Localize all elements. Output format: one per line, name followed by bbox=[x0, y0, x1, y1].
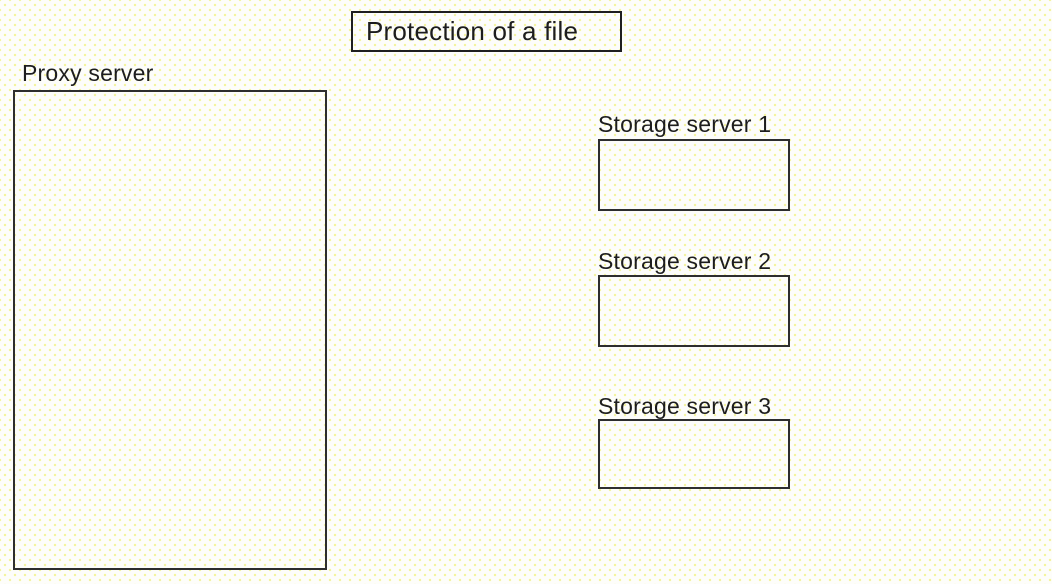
storage-server-2-label[interactable]: Storage server 2 bbox=[598, 248, 772, 274]
proxy-server-label[interactable]: Proxy server bbox=[22, 60, 154, 86]
storage-server-3-label[interactable]: Storage server 3 bbox=[598, 393, 772, 419]
storage-server-3-box[interactable] bbox=[598, 419, 790, 489]
storage-server-1-label[interactable]: Storage server 1 bbox=[598, 111, 772, 137]
title-shape-box[interactable]: Protection of a file bbox=[351, 11, 622, 52]
proxy-server-box[interactable] bbox=[13, 90, 327, 570]
storage-server-1-box[interactable] bbox=[598, 139, 790, 211]
storage-server-2-box[interactable] bbox=[598, 275, 790, 347]
diagram-title: Protection of a file bbox=[366, 16, 579, 46]
